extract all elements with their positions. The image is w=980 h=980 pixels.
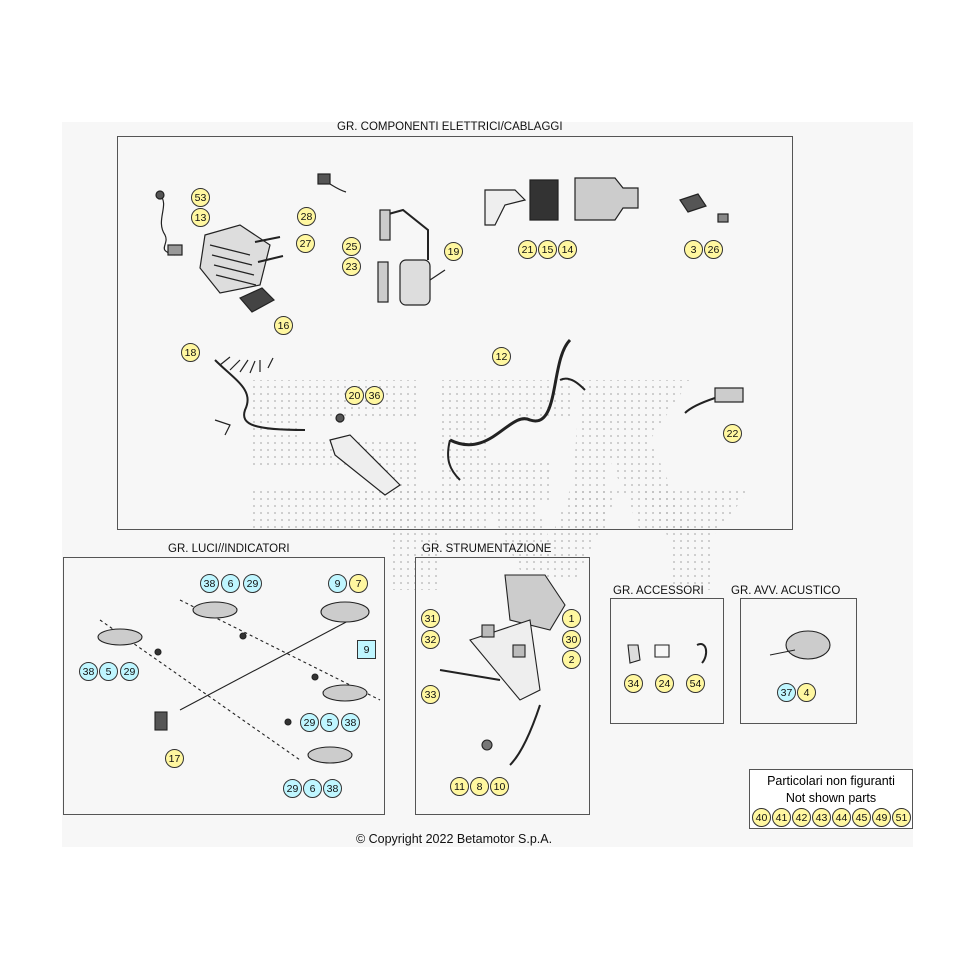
callout[interactable]: 29 <box>283 779 302 798</box>
callout[interactable]: 17 <box>165 749 184 768</box>
frame-horn <box>740 598 857 724</box>
callout[interactable]: 15 <box>538 240 557 259</box>
not-shown-title-it: Particolari non figuranti <box>767 774 895 788</box>
callout[interactable]: 9 <box>328 574 347 593</box>
callout[interactable]: 51 <box>892 808 911 827</box>
callout[interactable]: 6 <box>221 574 240 593</box>
electrical-parts <box>155 173 744 496</box>
frame-accessories <box>610 598 724 724</box>
callout[interactable]: 14 <box>558 240 577 259</box>
callout[interactable]: 37 <box>777 683 796 702</box>
callout[interactable]: 40 <box>752 808 771 827</box>
callout[interactable]: 5 <box>320 713 339 732</box>
callout[interactable]: 3 <box>684 240 703 259</box>
section-title-horn: GR. AVV. ACUSTICO <box>731 585 841 597</box>
copyright-text: © Copyright 2022 Betamotor S.p.A. <box>355 832 553 846</box>
callout[interactable]: 53 <box>191 188 210 207</box>
callout[interactable]: 20 <box>345 386 364 405</box>
callout[interactable]: 26 <box>704 240 723 259</box>
frame-lights <box>63 557 385 815</box>
section-title-instruments: GR. STRUMENTAZIONE <box>422 543 552 555</box>
callout[interactable]: 45 <box>852 808 871 827</box>
callout[interactable]: 44 <box>832 808 851 827</box>
callout[interactable]: 36 <box>365 386 384 405</box>
not-shown-title-en: Not shown parts <box>785 791 877 805</box>
not-shown-parts-box: Particolari non figuranti Not shown part… <box>749 769 913 829</box>
callout[interactable]: 33 <box>421 685 440 704</box>
callout[interactable]: 5 <box>99 662 118 681</box>
frame-electrical <box>117 136 793 530</box>
callout[interactable]: 18 <box>181 343 200 362</box>
callout[interactable]: 32 <box>421 630 440 649</box>
accessory-parts <box>627 643 708 664</box>
callout[interactable]: 13 <box>191 208 210 227</box>
callout[interactable]: 34 <box>624 674 643 693</box>
callout[interactable]: 41 <box>772 808 791 827</box>
callout[interactable]: 38 <box>79 662 98 681</box>
callout[interactable]: 38 <box>200 574 219 593</box>
callout[interactable]: 23 <box>342 257 361 276</box>
callout[interactable]: 29 <box>300 713 319 732</box>
callout[interactable]: 16 <box>274 316 293 335</box>
frame-instruments <box>415 557 590 815</box>
section-title-electrical: GR. COMPONENTI ELETTRICI/CABLAGGI <box>337 121 563 133</box>
callout[interactable]: 43 <box>812 808 831 827</box>
callout[interactable]: 11 <box>450 777 469 796</box>
callout[interactable]: 38 <box>323 779 342 798</box>
callout[interactable]: 25 <box>342 237 361 256</box>
callout[interactable]: 6 <box>303 779 322 798</box>
callout[interactable]: 54 <box>686 674 705 693</box>
callout[interactable]: 42 <box>792 808 811 827</box>
callout[interactable]: 1 <box>562 609 581 628</box>
callout[interactable]: 31 <box>421 609 440 628</box>
callout[interactable]: 38 <box>341 713 360 732</box>
instrument-parts <box>439 574 566 766</box>
callout[interactable]: 9 <box>357 640 376 659</box>
horn-parts <box>769 630 831 660</box>
callout[interactable]: 4 <box>797 683 816 702</box>
callout[interactable]: 7 <box>349 574 368 593</box>
callout[interactable]: 19 <box>444 242 463 261</box>
callout[interactable]: 21 <box>518 240 537 259</box>
light-parts <box>97 599 381 764</box>
callout[interactable]: 12 <box>492 347 511 366</box>
callout[interactable]: 10 <box>490 777 509 796</box>
section-title-lights: GR. LUCI//INDICATORI <box>168 543 290 555</box>
callout[interactable]: 49 <box>872 808 891 827</box>
callout[interactable]: 29 <box>120 662 139 681</box>
callout[interactable]: 24 <box>655 674 674 693</box>
callout[interactable]: 29 <box>243 574 262 593</box>
section-title-accessories: GR. ACCESSORI <box>613 585 704 597</box>
callout[interactable]: 22 <box>723 424 742 443</box>
callout[interactable]: 8 <box>470 777 489 796</box>
callout[interactable]: 28 <box>297 207 316 226</box>
callout[interactable]: 2 <box>562 650 581 669</box>
callout[interactable]: 27 <box>296 234 315 253</box>
callout[interactable]: 30 <box>562 630 581 649</box>
